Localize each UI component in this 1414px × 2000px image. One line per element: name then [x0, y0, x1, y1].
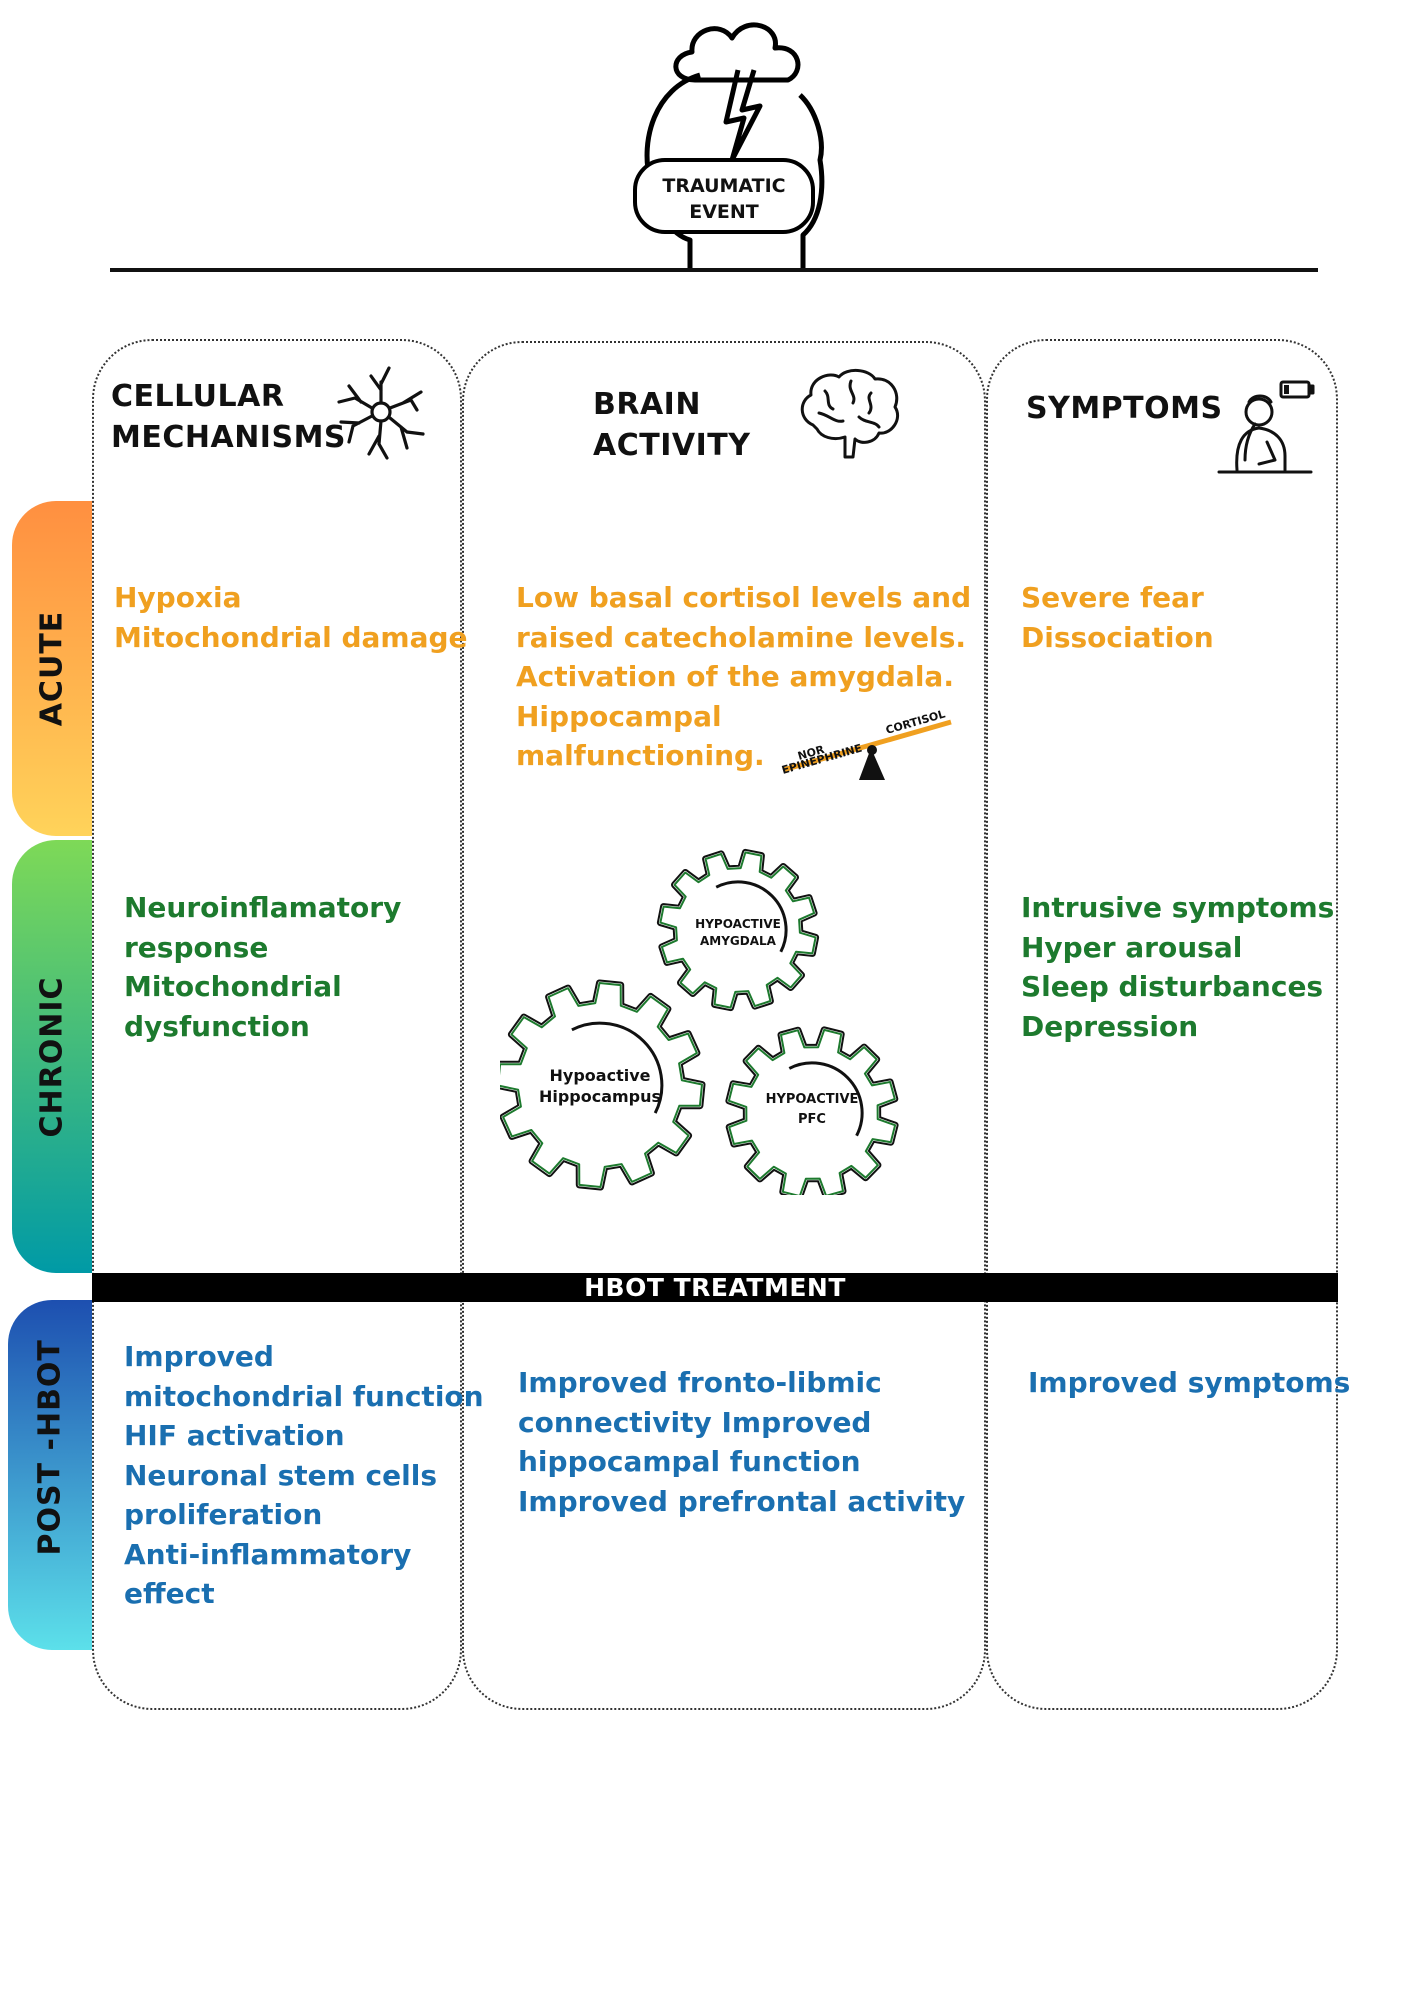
acute-symptoms-list: Severe fear Dissociation — [1021, 578, 1214, 657]
gear-accent-outline — [500, 982, 703, 1188]
gear-amygdala-label-line2: AMYGDALA — [700, 934, 777, 948]
gear-hippocampus-label-line1: Hypoactive — [550, 1066, 651, 1085]
list-item: Intrusive symptoms — [1021, 891, 1335, 924]
event-label-line1: TRAUMATIC — [662, 175, 785, 197]
gear-accent-outline — [727, 1028, 897, 1195]
chronic-symptoms-list: Intrusive symptoms Hyper arousal Sleep d… — [1021, 888, 1334, 1046]
post-symptoms-list: Improved symptoms — [1028, 1363, 1350, 1403]
chronic-cellular-list: Neuroinflamatory response Mitochondrial … — [124, 888, 401, 1046]
list-item: malfunctioning. — [516, 739, 765, 772]
phase-acute-label: ACUTE — [34, 610, 70, 727]
list-item: response — [124, 930, 269, 964]
list-item: HIF activation — [124, 1419, 345, 1452]
brain-activity-title: BRAIN ACTIVITY — [593, 387, 751, 463]
gear-hippocampus — [500, 979, 706, 1191]
symptoms-title: SYMPTOMS — [1026, 391, 1223, 426]
post-cellular-list: Improved mitochondrial function HIF acti… — [124, 1337, 484, 1614]
list-item: Neuronal stem cells — [124, 1458, 437, 1492]
phase-post-label: POST -HBOT — [32, 1339, 68, 1556]
column-cellular-mechanisms — [92, 339, 462, 1710]
column-brain-activity — [462, 341, 986, 1710]
gear-hippocampus-inner — [500, 981, 704, 1189]
list-item: effect — [124, 1577, 215, 1610]
column-symptoms — [986, 339, 1338, 1710]
list-item: raised catecholamine levels. — [516, 620, 967, 654]
list-item: proliferation — [124, 1498, 323, 1531]
hbot-treatment-label: HBOT TREATMENT — [584, 1273, 846, 1302]
phase-chronic-label: CHRONIC — [34, 976, 70, 1138]
list-item: Mitochondrial — [124, 970, 342, 1003]
acute-cellular-list: Hypoxia Mitochondrial damage — [114, 578, 468, 657]
norepinephrine-cortisol-scale: NOR EPINEPHRINE CORTISOL — [780, 708, 952, 780]
phase-tab-chronic: CHRONIC — [12, 840, 92, 1273]
cloud-icon — [673, 22, 801, 83]
list-item: Hypoxia — [114, 581, 242, 614]
brain-icon — [800, 369, 900, 459]
gear-amygdala — [656, 848, 820, 1012]
tired-person-icon — [1217, 380, 1315, 474]
phase-tab-acute: ACUTE — [12, 501, 92, 836]
neuron-icon — [337, 366, 425, 460]
list-item: hippocampal function — [518, 1445, 861, 1478]
list-item: Dissociation — [1021, 620, 1214, 654]
event-label-box — [633, 158, 815, 234]
cellular-mechanisms-title: CELLULAR MECHANISMS — [111, 379, 347, 455]
list-item: Depression — [1021, 1009, 1199, 1043]
list-item: Improved fronto-libmic — [518, 1366, 882, 1399]
list-item: Activation of the amygdala. — [516, 660, 954, 693]
gears-diagram: HYPOACTIVE AMYGDALA Hypoactive Hippocamp… — [500, 848, 899, 1195]
gear-accent-outline — [659, 851, 817, 1009]
acute-brain-list: Low basal cortisol levels and raised cat… — [516, 578, 971, 776]
header-baseline — [110, 268, 1318, 272]
list-item: Low basal cortisol levels and — [516, 581, 972, 614]
gear-pfc-label-line1: HYPOACTIVE — [766, 1092, 859, 1107]
list-item: Anti-inflammatory — [124, 1537, 412, 1571]
list-item: Hippocampal — [516, 699, 722, 733]
gear-pfc-label-line2: PFC — [798, 1112, 826, 1127]
list-item: Severe fear — [1021, 581, 1204, 614]
event-label-line2: EVENT — [689, 201, 759, 223]
list-item: Hyper arousal — [1021, 930, 1243, 964]
post-brain-list: Improved fronto-libmic connectivity Impr… — [518, 1363, 965, 1521]
list-item: dysfunction — [124, 1009, 310, 1043]
list-item: mitochondrial function — [124, 1379, 484, 1413]
gear-hippocampus-arc — [571, 1021, 664, 1114]
gear-pfc — [725, 1026, 899, 1195]
phase-tab-post-hbot: POST -HBOT — [8, 1300, 92, 1650]
list-item: Sleep disturbances — [1021, 970, 1324, 1003]
list-item: connectivity Improved — [518, 1405, 872, 1439]
gear-pfc-arc — [788, 1061, 864, 1137]
scale-fulcrum-icon — [859, 748, 885, 780]
list-item: Mitochondrial damage — [114, 620, 468, 654]
list-item: Improved symptoms — [1028, 1366, 1351, 1399]
list-item: Improved — [124, 1340, 274, 1373]
hbot-treatment-divider: HBOT TREATMENT — [92, 1273, 1338, 1302]
traumatic-event-icon: TRAUMATIC EVENT — [633, 22, 825, 268]
list-item: Neuroinflamatory — [124, 891, 402, 924]
gear-amygdala-arc — [715, 880, 788, 953]
gear-hippocampus-label-line2: Hippocampus — [539, 1087, 661, 1106]
lightning-icon — [723, 69, 763, 163]
gear-amygdala-label-line1: HYPOACTIVE — [695, 917, 781, 931]
list-item: Improved prefrontal activity — [518, 1484, 966, 1518]
